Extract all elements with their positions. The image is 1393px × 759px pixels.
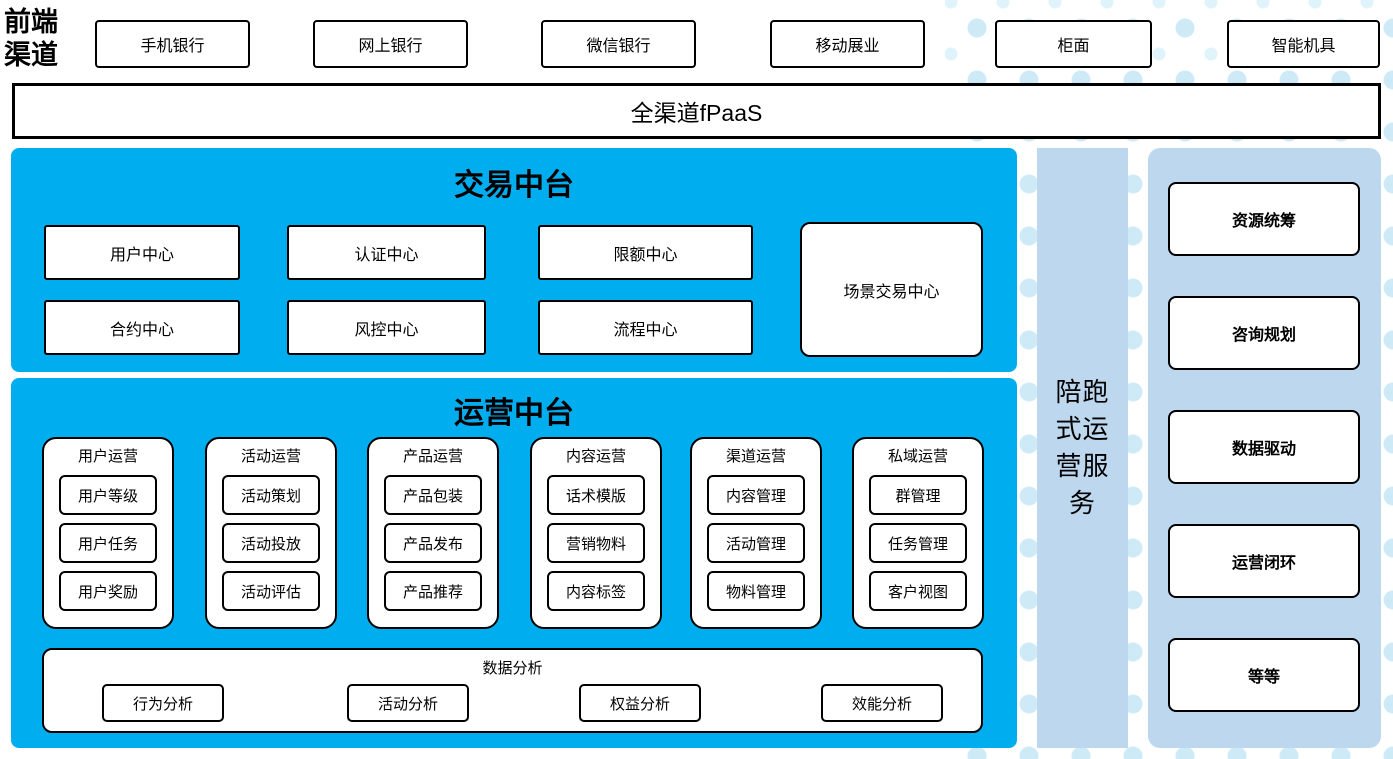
analysis-box-rights: 权益分析 (579, 684, 701, 722)
center-box-limit: 限额中心 (538, 225, 753, 280)
op-column-title: 用户运营 (77, 448, 138, 465)
channel-box-mobile-banking: 手机银行 (95, 20, 250, 68)
fpaas-bar: 全渠道fPaaS (12, 83, 1381, 139)
panel-box-resource-coordination: 资源统筹 (1168, 182, 1360, 256)
center-box-risk: 风控中心 (287, 300, 486, 355)
center-box-scene-transaction: 场景交易中心 (800, 222, 983, 357)
op-item: 产品发布 (384, 523, 482, 563)
op-column-title: 内容运营 (565, 448, 626, 465)
op-item: 活动投放 (222, 523, 320, 563)
transaction-platform-title: 交易中台 (454, 169, 574, 202)
op-item: 任务管理 (869, 523, 967, 563)
center-box-process: 流程中心 (538, 300, 753, 355)
data-analysis-panel: 数据分析 行为分析 活动分析 权益分析 效能分析 (42, 648, 983, 733)
accompanying-service-strip: 陪跑式运营服务 (1037, 148, 1128, 748)
panel-box-etc: 等等 (1168, 638, 1360, 712)
front-channel-label: 前端渠道 (4, 7, 58, 70)
op-item: 物料管理 (707, 571, 805, 611)
op-item: 内容管理 (707, 475, 805, 515)
operation-platform-block: 运营中台 用户运营 用户等级 用户任务 用户奖励 活动运营 活动策划 活动投放 … (11, 378, 1017, 748)
op-item: 活动策划 (222, 475, 320, 515)
op-item: 群管理 (869, 475, 967, 515)
channel-box-online-banking: 网上银行 (313, 20, 468, 68)
op-item: 内容标签 (547, 571, 645, 611)
transaction-platform-block: 交易中台 用户中心 认证中心 限额中心 合约中心 风控中心 流程中心 场景交易中… (11, 148, 1017, 372)
op-column-user-operation: 用户运营 用户等级 用户任务 用户奖励 (42, 437, 174, 629)
service-capability-panel: 资源统筹 咨询规划 数据驱动 运营闭环 等等 (1148, 148, 1381, 748)
center-box-auth: 认证中心 (287, 225, 486, 280)
panel-box-data-driven: 数据驱动 (1168, 410, 1360, 484)
analysis-box-behavior: 行为分析 (102, 684, 224, 722)
op-item: 产品推荐 (384, 571, 482, 611)
panel-box-consulting-planning: 咨询规划 (1168, 296, 1360, 370)
op-column-title: 渠道运营 (725, 448, 786, 465)
analysis-box-activity: 活动分析 (347, 684, 469, 722)
op-column-title: 活动运营 (240, 448, 301, 465)
channel-box-counter: 柜面 (995, 20, 1152, 68)
analysis-box-efficiency: 效能分析 (821, 684, 943, 722)
op-column-product-operation: 产品运营 产品包装 产品发布 产品推荐 (367, 437, 499, 629)
channel-box-wechat-banking: 微信银行 (541, 20, 696, 68)
op-item: 用户奖励 (59, 571, 157, 611)
op-item: 用户等级 (59, 475, 157, 515)
op-column-private-domain-operation: 私域运营 群管理 任务管理 客户视图 (852, 437, 984, 629)
op-item: 话术模版 (547, 475, 645, 515)
accompanying-service-label: 陪跑式运营服务 (1055, 377, 1110, 518)
op-column-title: 产品运营 (402, 448, 463, 465)
center-box-contract: 合约中心 (44, 300, 240, 355)
channel-box-smart-devices: 智能机具 (1227, 20, 1380, 68)
op-column-title: 私域运营 (887, 448, 948, 465)
op-column-activity-operation: 活动运营 活动策划 活动投放 活动评估 (205, 437, 337, 629)
op-item: 活动评估 (222, 571, 320, 611)
op-item: 营销物料 (547, 523, 645, 563)
op-item: 用户任务 (59, 523, 157, 563)
op-column-channel-operation: 渠道运营 内容管理 活动管理 物料管理 (690, 437, 822, 629)
panel-box-operation-loop: 运营闭环 (1168, 524, 1360, 598)
data-analysis-title: 数据分析 (482, 660, 543, 677)
op-item: 活动管理 (707, 523, 805, 563)
channel-box-mobile-sales: 移动展业 (770, 20, 925, 68)
op-item: 产品包装 (384, 475, 482, 515)
operation-platform-title: 运营中台 (454, 397, 574, 430)
op-column-content-operation: 内容运营 话术模版 营销物料 内容标签 (530, 437, 662, 629)
center-box-user: 用户中心 (44, 225, 240, 280)
op-item: 客户视图 (869, 571, 967, 611)
